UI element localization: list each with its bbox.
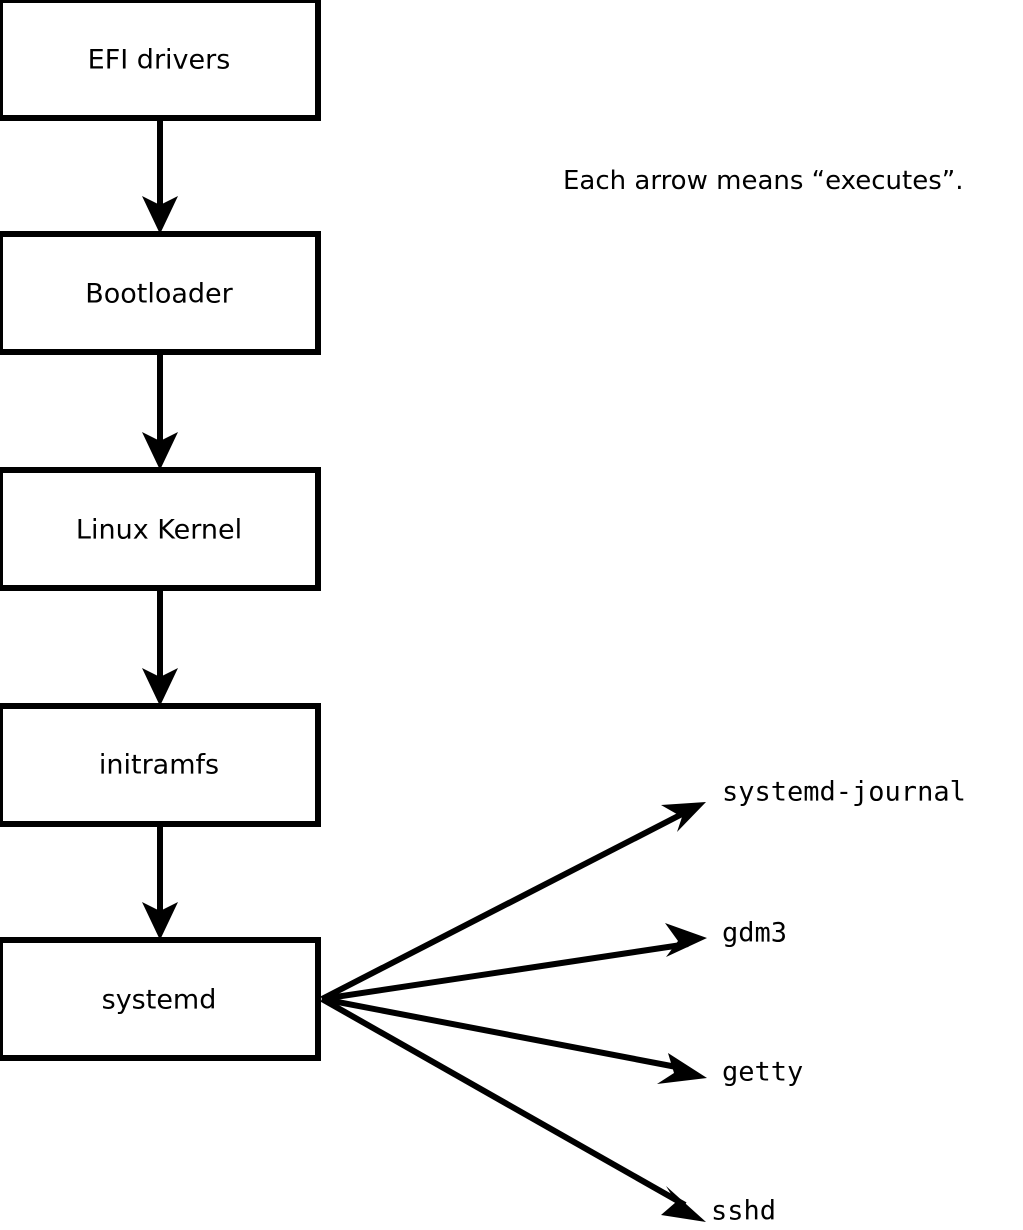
box-linux-kernel[interactable]: Linux Kernel xyxy=(0,467,321,591)
box-label-initramfs: initramfs xyxy=(99,750,219,781)
diagram-caption: Each arrow means “executes”. xyxy=(563,166,964,196)
box-initramfs[interactable]: initramfs xyxy=(0,703,321,827)
service-label-sshd: sshd xyxy=(711,1196,776,1227)
service-label-systemd-journal: systemd-journal xyxy=(722,777,966,808)
chain-arrow-initramfs-to-systemd xyxy=(142,823,178,940)
chain-arrow-efi-to-bootloader xyxy=(142,118,178,234)
box-systemd[interactable]: systemd xyxy=(0,937,321,1061)
service-label-getty: getty xyxy=(722,1057,803,1088)
fanout-arrow-getty xyxy=(321,996,707,1084)
fanout-arrow-sshd xyxy=(320,996,706,1222)
chain-arrow-kernel-to-initramfs xyxy=(142,588,178,706)
chain-arrow-bootloader-to-kernel xyxy=(142,352,178,470)
box-label-bootloader: Bootloader xyxy=(85,279,233,310)
fanout-arrow-gdm3 xyxy=(321,923,707,1002)
box-efi-drivers[interactable]: EFI drivers xyxy=(0,0,321,121)
service-label-gdm3: gdm3 xyxy=(722,918,787,949)
box-bootloader[interactable]: Bootloader xyxy=(0,231,321,355)
fanout-arrow-systemd-journal xyxy=(320,802,706,1002)
box-label-efi-drivers: EFI drivers xyxy=(88,45,231,76)
box-label-linux-kernel: Linux Kernel xyxy=(76,515,242,546)
box-label-systemd: systemd xyxy=(102,985,217,1016)
